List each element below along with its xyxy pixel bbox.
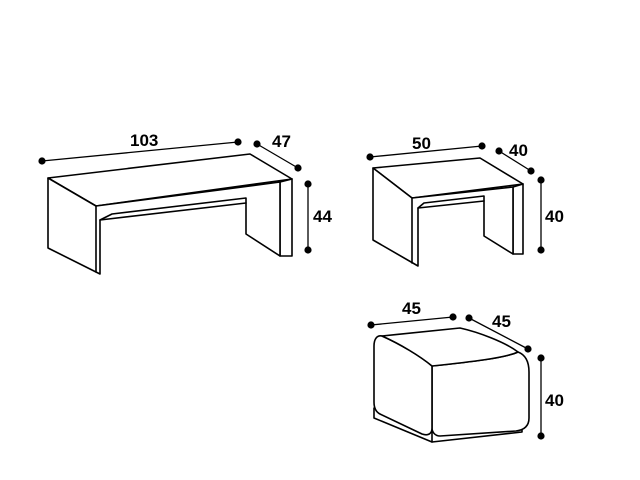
side-table-height-label: 40 (545, 207, 564, 226)
long-bench-width-label: 103 (130, 131, 158, 150)
long-bench-height-label: 44 (313, 207, 332, 226)
long-bench: 103 47 44 (38, 131, 332, 275)
side-table-front (372, 167, 514, 267)
pouf: 45 45 40 (367, 299, 564, 443)
long-bench-depth-label: 47 (272, 132, 291, 151)
side-table-depth-label: 40 (509, 141, 528, 160)
long-bench-front (47, 177, 281, 275)
pouf-top (381, 327, 519, 367)
side-table-inner-edge (417, 200, 485, 209)
small-side-table: 50 40 40 (366, 134, 564, 267)
pouf-width-label: 45 (402, 299, 421, 318)
side-table-width-label: 50 (412, 134, 431, 153)
pouf-depth-label: 45 (492, 312, 511, 331)
side-table-right-side (512, 183, 524, 255)
pouf-height-label: 40 (545, 391, 564, 410)
long-bench-right-side (279, 178, 293, 257)
long-bench-inner-edge (99, 202, 247, 221)
